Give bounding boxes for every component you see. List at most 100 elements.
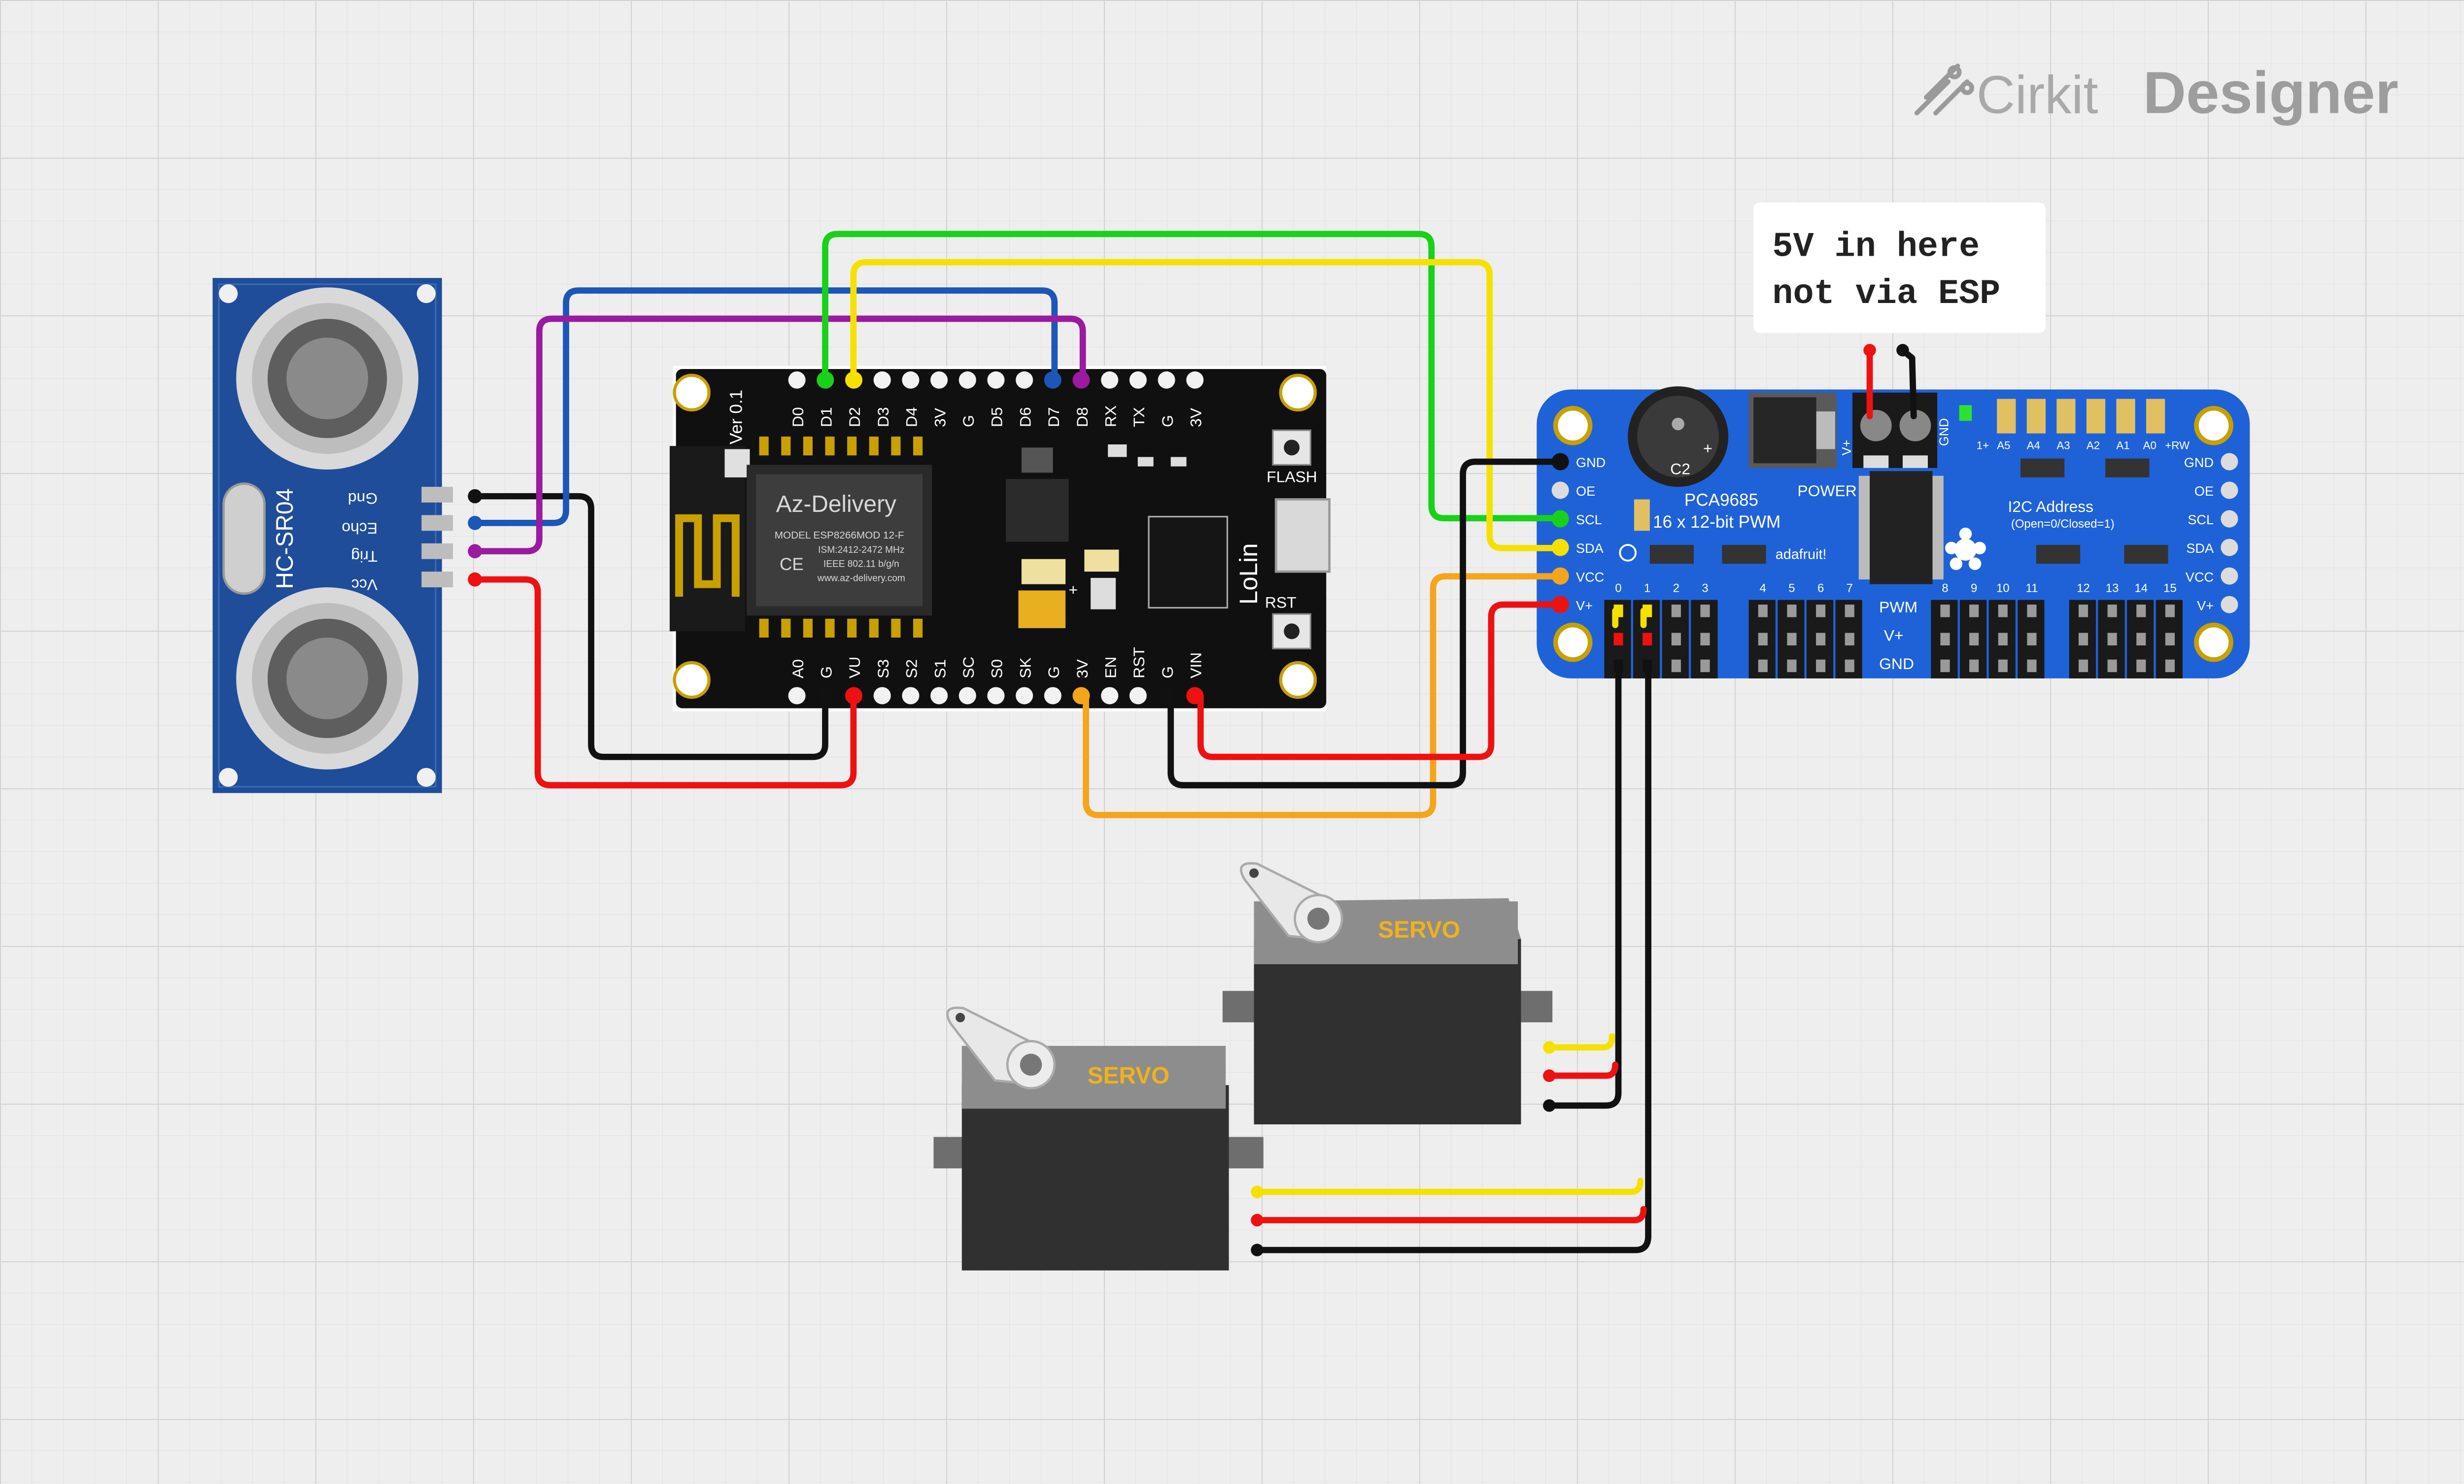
pca-pin-right-v-[interactable] [2221,596,2238,613]
pca-channel-12-pin-pwm[interactable] [2078,605,2088,617]
pca-pin-right-oe[interactable] [2221,481,2238,499]
pca-channel-11-pin-pwm[interactable] [2027,605,2037,617]
pca9685-board[interactable]: C2 + V+ GND POWER [1537,386,2250,678]
pca-channel-15-pin-gnd[interactable] [2165,659,2175,673]
esp-pin-bottom-s2-4[interactable] [902,687,920,705]
pca-channel-9-pin-pwm[interactable] [1969,605,1979,617]
wire-hcsr04-vcc-to-esp-vu[interactable] [472,576,857,789]
hcsr04-pin-trig[interactable] [421,543,453,559]
pca-pin-right-scl[interactable] [2221,510,2238,528]
wire-hcsr04-trig-to-esp-d8[interactable] [472,315,1086,555]
esp-pin-bottom-g-9[interactable] [1044,687,1061,705]
pca-channel-2-pin-pwm[interactable] [1671,605,1681,617]
esp-pin-top-d6-8[interactable] [1016,371,1033,389]
pca-channel-6-pin-gnd[interactable] [1816,659,1826,673]
pca-channel-3-pin-vplus[interactable] [1700,633,1710,645]
note-box[interactable]: 5V in here not via ESP [1753,202,2046,333]
pca-channel-2-pin-vplus[interactable] [1671,633,1681,645]
pca-channel-1-pin-vplus[interactable] [1643,633,1652,645]
wire-servo1-pwm[interactable] [1546,1033,1615,1051]
pca-channel-15-pin-vplus[interactable] [2165,633,2175,645]
wire-esp-vin-to-pca-vplus[interactable] [1197,601,1564,760]
pca-channel-10-pin-pwm[interactable] [1998,605,2008,617]
pca-pin-right-gnd[interactable] [2221,453,2238,471]
wire-esp-gnd-to-pca-gnd[interactable] [1167,458,1564,789]
pca-channel-4-pin-pwm[interactable] [1758,605,1768,617]
pca-channel-13-pin-gnd[interactable] [2107,659,2117,673]
pca-channel-8-pin-vplus[interactable] [1940,633,1950,645]
esp-pin-top-d3-3[interactable] [873,371,891,389]
wire-esp-d2-to-pca-sda[interactable] [850,259,1564,551]
address-jumpers[interactable] [1997,399,2165,434]
micro-usb-port[interactable] [1274,498,1331,573]
esp-pin-bottom-s3-3[interactable] [873,687,891,705]
pca-channel-11-pin-gnd[interactable] [2027,659,2037,673]
wire-servo2-pwm[interactable] [1254,1178,1644,1195]
pca-channel-11-pin-vplus[interactable] [2027,633,2037,645]
esp-pin-top-tx-12[interactable] [1129,371,1147,389]
wire-pca-ch0-gnd-to-servo1[interactable] [1546,663,1622,1109]
pca-channel-12-pin-gnd[interactable] [2078,659,2088,673]
wire-esp-3v-to-pca-vcc[interactable] [1083,573,1564,818]
pca-channel-8-pin-gnd[interactable] [1940,659,1950,673]
pca-channel-3-pin-pwm[interactable] [1700,605,1710,617]
pca-channel-6-pin-pwm[interactable] [1816,605,1826,617]
esp-pin-top-rx-11[interactable] [1101,371,1119,389]
esp8266-board[interactable]: Ver 0.1 Az-Delivery MODEL ESP8266MOD 12-… [669,366,1331,711]
servo-2[interactable]: SERVO [933,1006,1264,1271]
pca-channel-8-pin-pwm[interactable] [1940,605,1950,617]
servo-1[interactable]: SERVO [1222,862,1553,1125]
power-terminal-block[interactable] [1852,392,1938,468]
wire-esp-d1-to-pca-scl[interactable] [822,231,1564,522]
pca-channel-4-pin-vplus[interactable] [1758,633,1768,645]
pca-channel-14-pin-vplus[interactable] [2136,633,2146,645]
esp-pin-top-d5-7[interactable] [987,371,1005,389]
hcsr04-pin-gnd[interactable] [421,487,453,503]
pca-channel-10-pin-vplus[interactable] [1998,633,2008,645]
pca-channel-4-pin-gnd[interactable] [1758,659,1768,673]
pca-channel-5-pin-vplus[interactable] [1787,633,1797,645]
pca-channel-2-pin-gnd[interactable] [1671,659,1681,673]
pca-pin-left-oe[interactable] [1551,481,1569,499]
pca-channel-3-pin-gnd[interactable] [1700,659,1710,673]
pca-channel-7-pin-gnd[interactable] [1845,659,1854,673]
esp-pin-bottom-s1-5[interactable] [930,687,948,705]
hcsr04-pin-vcc[interactable] [421,572,453,588]
pca-channel-15-pin-pwm[interactable] [2165,605,2175,617]
wire-servo2-vplus[interactable] [1254,1206,1647,1223]
hcsr04-sensor[interactable]: HC-SR04 Gnd Echo Trig Vcc [212,278,453,793]
esp-pin-top-d0-0[interactable] [788,371,806,389]
pca-channel-5-pin-gnd[interactable] [1787,659,1797,673]
ce-mark-icon: CE [780,555,804,574]
esp-pin-bottom-s0-7[interactable] [987,687,1005,705]
esp-pin-bottom-sc-6[interactable] [958,687,976,705]
pca-channel-13-pin-pwm[interactable] [2107,605,2117,617]
pca-channel-14-pin-pwm[interactable] [2136,605,2146,617]
pca-channel-9-pin-gnd[interactable] [1969,659,1979,673]
pca-channel-7-pin-pwm[interactable] [1845,605,1854,617]
pca-pin-right-sda[interactable] [2221,539,2238,556]
esp-pin-bottom-sk-8[interactable] [1016,687,1033,705]
pca-channel-7-pin-vplus[interactable] [1845,633,1854,645]
wire-hcsr04-gnd-to-esp-gnd[interactable] [472,493,828,760]
pca-channel-9-pin-vplus[interactable] [1969,633,1979,645]
esp-pin-top-d4-4[interactable] [902,371,920,389]
wire-pca-ch1-gnd-to-servo2[interactable] [1254,663,1652,1253]
esp-pin-bottom-a0-0[interactable] [788,687,806,705]
hcsr04-pin-echo[interactable] [421,515,453,531]
pca-channel-13-pin-vplus[interactable] [2107,633,2117,645]
pca-pin-right-vcc[interactable] [2221,567,2238,585]
esp-pin-bottom-en-11[interactable] [1101,687,1119,705]
wire-hcsr04-echo-to-esp-d7[interactable] [472,287,1058,526]
esp-pin-top-g-13[interactable] [1158,371,1175,389]
esp-pin-bottom-rst-12[interactable] [1129,687,1147,705]
esp-pin-top-3v-14[interactable] [1186,371,1204,389]
pca-channel-5-pin-pwm[interactable] [1787,605,1797,617]
pca-channel-10-pin-gnd[interactable] [1998,659,2008,673]
esp-pin-top-g-6[interactable] [958,371,976,389]
wire-servo1-vplus[interactable] [1546,1061,1619,1079]
pca-channel-14-pin-gnd[interactable] [2136,659,2146,673]
pca-channel-12-pin-vplus[interactable] [2078,633,2088,645]
esp-pin-top-3v-5[interactable] [930,371,948,389]
pca-channel-6-pin-vplus[interactable] [1816,633,1826,645]
